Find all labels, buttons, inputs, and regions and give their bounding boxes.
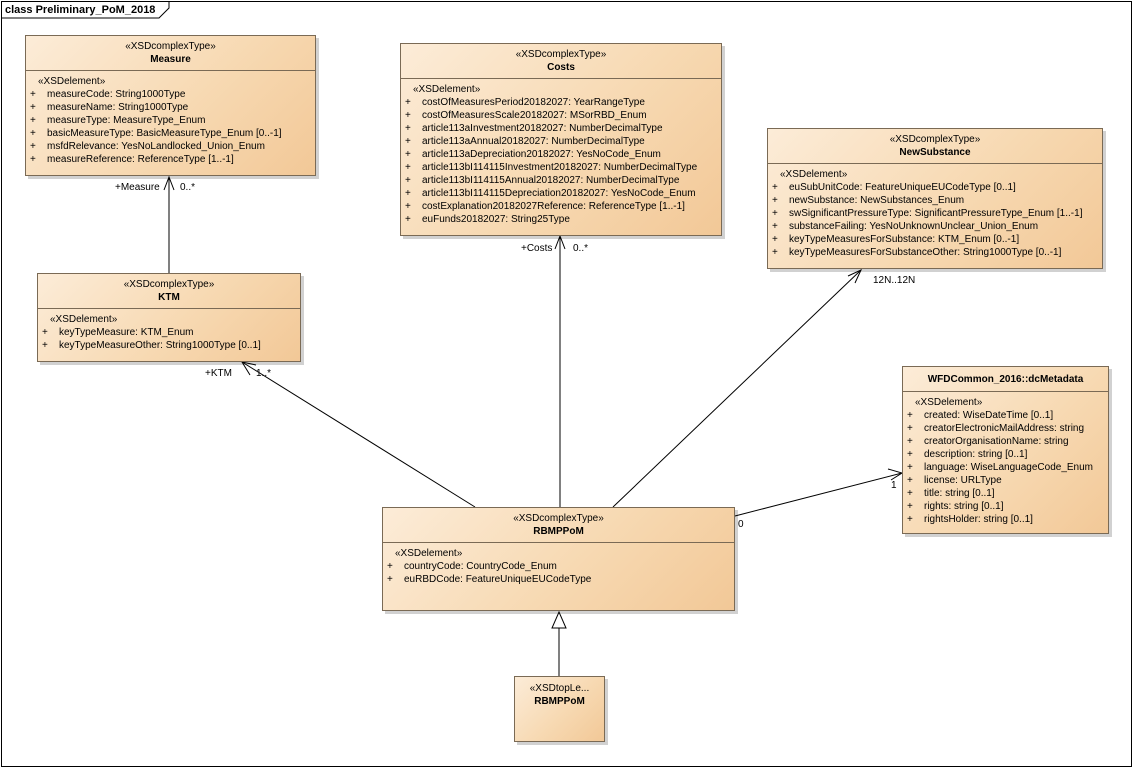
attribute-compartment: «XSDelement» +keyTypeMeasure: KTM_Enum +… [38,309,300,354]
stereotype: «XSDtopLe... [529,683,590,694]
arrowhead-ktm [240,361,257,376]
assoc-rbmppom-newsubstance[interactable] [612,269,862,508]
attribute: +euRBDCode: FeatureUniqueEUCodeType [387,574,592,585]
attribute: +title: string [0..1] [907,488,995,499]
attribute: +article113aAnnual20182027: NumberDecima… [405,136,645,147]
class-measure[interactable]: «XSDcomplexType» Measure «XSDelement» +m… [25,35,316,176]
attribute: +description: string [0..1] [907,449,1028,460]
multiplicity-newsubstance: 12N..12N [873,275,916,286]
class-newsubstance[interactable]: «XSDcomplexType» NewSubstance «XSDelemen… [767,128,1103,269]
attribute: +language: WiseLanguageCode_Enum [907,462,1094,473]
class-rbmppom-toplevel[interactable]: «XSDtopLe... RBMPPoM [514,676,605,742]
attribute-group: «XSDelement» [780,169,848,180]
class-name: Costs [547,62,575,73]
assoc-rbmppom-dcmetadata[interactable] [734,472,903,517]
attribute: +article113bI114115Annual20182027: Numbe… [405,175,680,186]
class-rbmppom-toplevel-header: «XSDtopLe... RBMPPoM [515,677,604,712]
class-rbmppom-header: «XSDcomplexType» RBMPPoM [383,508,734,543]
attribute: +substanceFailing: YesNoUnknownUnclear_U… [772,221,1039,232]
class-dcmetadata[interactable]: WFDCommon_2016::dcMetadata «XSDelement» … [902,366,1109,534]
attribute: +costOfMeasuresScale20182027: MSorRBD_En… [405,110,647,121]
class-measure-header: «XSDcomplexType» Measure [26,36,315,71]
attribute: +article113bI114115Investment20182027: N… [405,162,698,173]
attribute: +costExplanation20182027Reference: Refer… [405,201,685,212]
arrowhead-measure [163,175,175,191]
attribute: +measureCode: String1000Type [30,89,186,100]
attribute-group: «XSDelement» [395,548,463,559]
attribute-group: «XSDelement» [50,314,118,325]
class-name: NewSubstance [899,147,971,158]
stereotype: «XSDcomplexType» [515,49,607,60]
attribute: +article113aDepreciation20182027: YesNoC… [405,149,661,160]
attribute: +measureType: MeasureType_Enum [30,115,206,126]
class-name: RBMPPoM [534,696,585,707]
frame-title: class Preliminary_PoM_2018 [5,4,156,16]
attribute: +basicMeasureType: BasicMeasureType_Enum… [30,128,282,139]
class-dcmetadata-header: WFDCommon_2016::dcMetadata [903,367,1108,392]
attribute: +measureName: String1000Type [30,102,189,113]
multiplicity-ktm: 1..* [256,368,272,379]
arrowhead-newsubstance [847,268,863,284]
attribute: +euFunds20182027: String25Type [405,214,570,225]
class-ktm-header: «XSDcomplexType» KTM [38,274,300,309]
role-costs: +Costs [521,243,553,254]
attribute: +countryCode: CountryCode_Enum [387,561,557,572]
class-costs[interactable]: «XSDcomplexType» Costs «XSDelement» +cos… [400,43,722,236]
multiplicity-measure: 0..* [180,182,196,193]
multiplicity-dcmetadata: 1 [891,480,897,491]
attribute-compartment: «XSDelement» +measureCode: String1000Typ… [26,71,315,168]
assoc-rbmppom-ktm[interactable] [241,361,476,508]
class-name: KTM [158,292,180,303]
attribute: +license: URLType [907,475,1002,486]
attribute: +article113aInvestment20182027: NumberDe… [405,123,663,134]
class-ktm[interactable]: «XSDcomplexType» KTM «XSDelement» +keyTy… [37,273,301,362]
attribute: +creatorElectronicMailAddress: string [907,423,1085,434]
attribute: +newSubstance: NewSubstances_Enum [772,195,965,206]
arrowhead-costs [554,234,566,250]
generalization-triangle-icon [551,610,567,629]
attribute-compartment: «XSDelement» +costOfMeasuresPeriod201820… [401,79,721,228]
attribute-compartment: «XSDelement» +created: WiseDateTime [0..… [903,392,1108,528]
attribute-group: «XSDelement» [38,76,106,87]
role-ktm: +KTM [205,368,232,379]
attribute: +costOfMeasuresPeriod20182027: YearRange… [405,97,645,108]
attribute-group: «XSDelement» [915,397,983,408]
stereotype: «XSDcomplexType» [125,41,216,52]
class-costs-header: «XSDcomplexType» Costs [401,44,721,79]
role-measure: +Measure [115,182,160,193]
attribute: +created: WiseDateTime [0..1] [907,410,1054,421]
stereotype: «XSDcomplexType» [889,134,981,145]
attribute-compartment: «XSDelement» +countryCode: CountryCode_E… [383,543,734,588]
class-rbmppom[interactable]: «XSDcomplexType» RBMPPoM «XSDelement» +c… [382,507,735,611]
attribute: +keyTypeMeasuresForSubstance: KTM_Enum [… [772,234,1020,245]
attribute: +measureReference: ReferenceType [1..-1] [30,154,234,165]
stereotype: «XSDcomplexType» [513,513,604,524]
class-name: Measure [150,54,191,65]
class-name: RBMPPoM [533,526,584,537]
attribute: +keyTypeMeasuresForSubstanceOther: Strin… [772,247,1062,258]
attribute: +msfdRelevance: YesNoLandlocked_Union_En… [30,141,265,152]
multiplicity-rbmppom-right: 0 [738,519,744,530]
attribute: +rights: string [0..1] [907,501,1004,512]
attribute-compartment: «XSDelement» +euSubUnitCode: FeatureUniq… [768,164,1102,261]
attribute: +article113bI114115Depreciation20182027:… [405,188,696,199]
attribute: +rightsHolder: string [0..1] [907,514,1033,525]
frame-tab-outline [1,1,170,19]
attribute-group: «XSDelement» [413,84,481,95]
class-name: WFDCommon_2016::dcMetadata [927,374,1084,385]
class-newsubstance-header: «XSDcomplexType» NewSubstance [768,129,1102,164]
attribute: +swSignificantPressureType: SignificantP… [772,208,1083,219]
attribute: +euSubUnitCode: FeatureUniqueEUCodeType … [772,182,1016,193]
stereotype: «XSDcomplexType» [123,279,215,290]
attribute: +keyTypeMeasureOther: String1000Type [0.… [42,340,261,351]
attribute: +creatorOrganisationName: string [907,436,1069,447]
attribute: +keyTypeMeasure: KTM_Enum [42,327,194,338]
multiplicity-costs: 0..* [573,243,589,254]
